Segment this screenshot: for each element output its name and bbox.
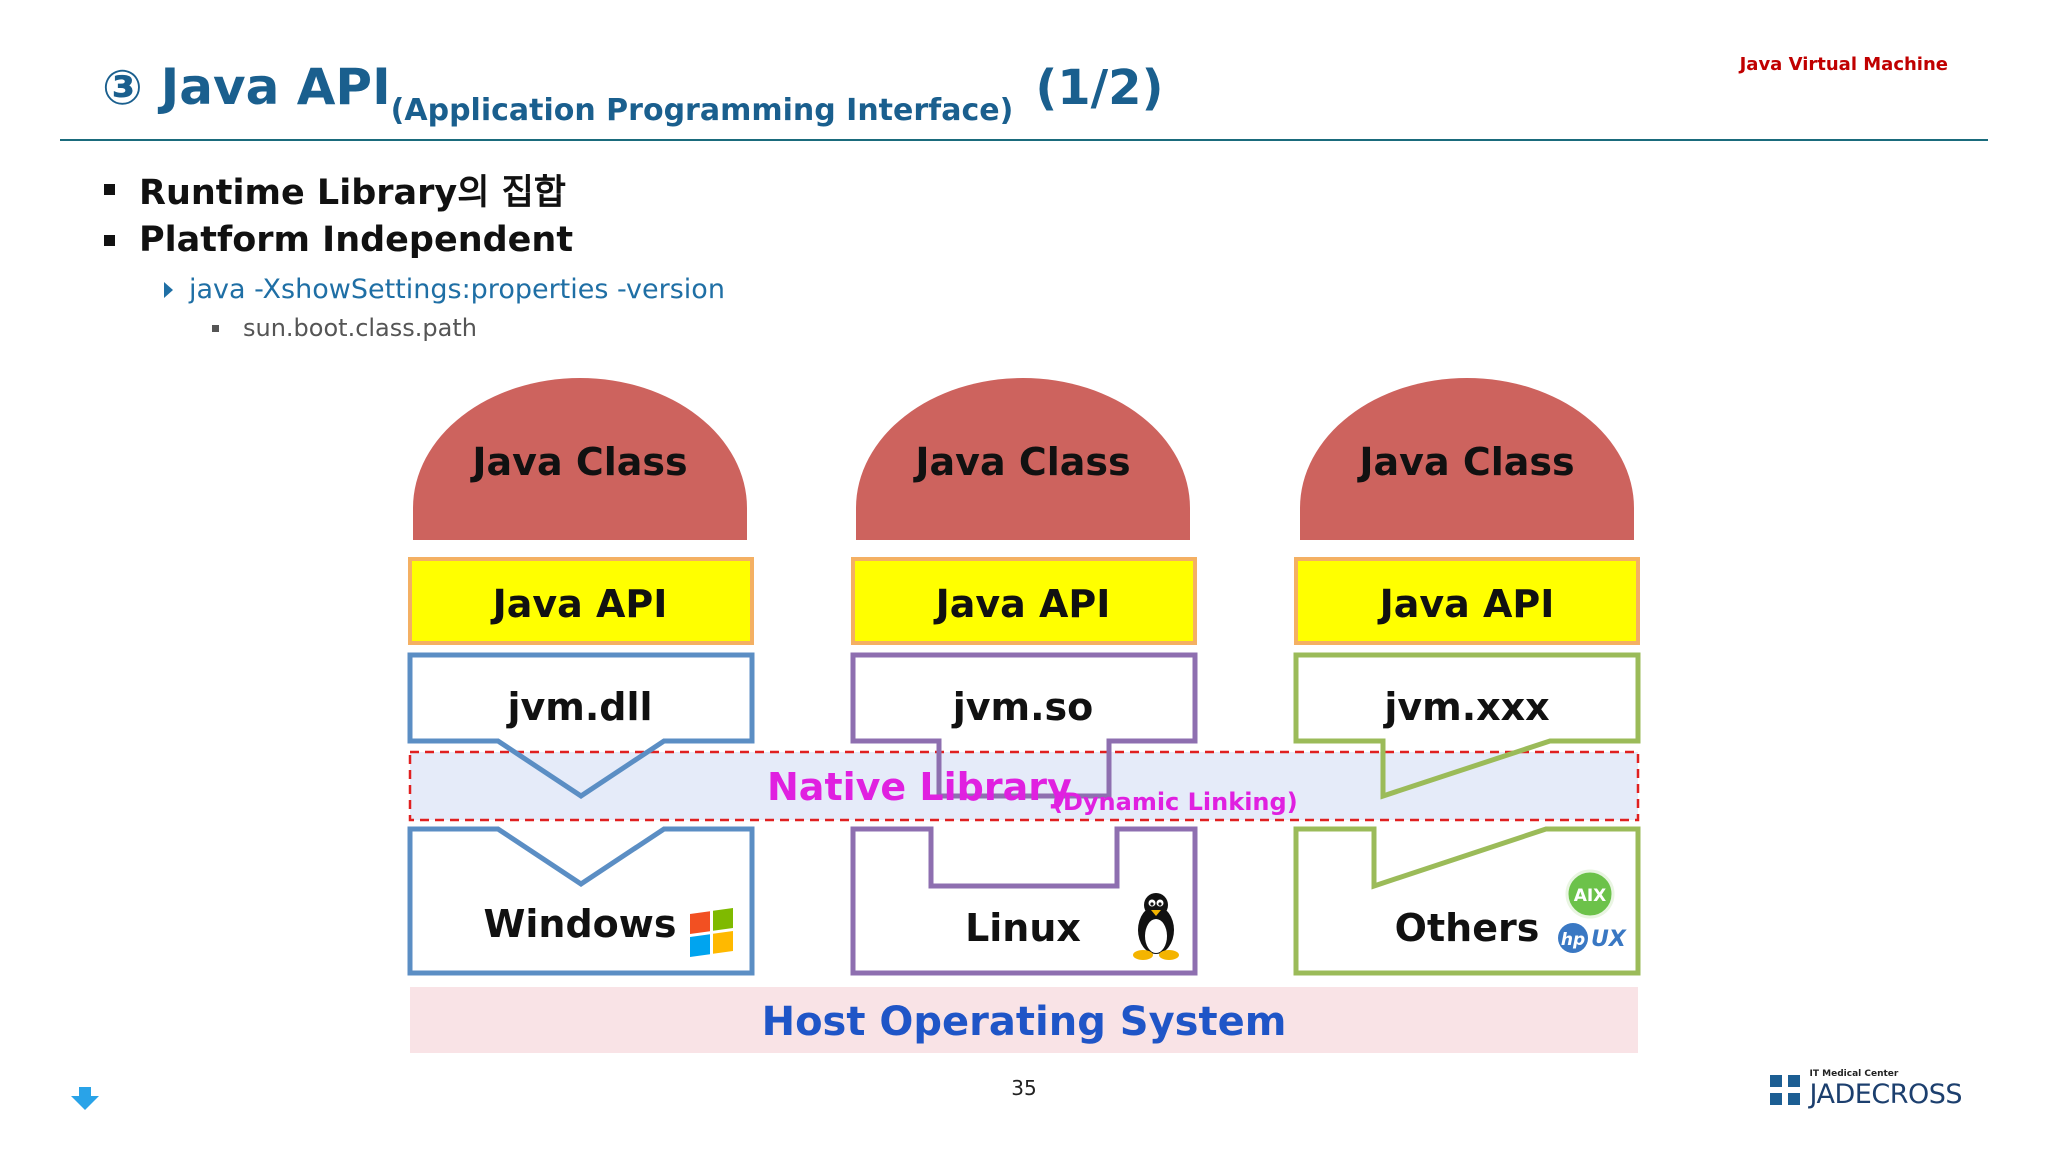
bullet-item: Runtime Library의 집합 (104, 164, 566, 215)
os-label: Others (1395, 906, 1540, 950)
triangle-bullet-icon (164, 281, 173, 298)
page-number: 35 (1011, 1076, 1037, 1100)
title-subscript: (Application Programming Interface) (390, 93, 1014, 128)
java-class-label: Java Class (1356, 440, 1574, 484)
logo-tagline: IT Medical Center (1809, 1069, 1899, 1079)
bullet-marker (104, 184, 115, 195)
java-api-box (851, 557, 1197, 645)
logo-wordmark: JADECROSS (1809, 1079, 1963, 1110)
jvm-so-shape (850, 652, 1198, 799)
jvm-label: jvm.so (951, 685, 1094, 729)
slide-title: ③ Java API (Application Programming Inte… (102, 58, 1164, 138)
jadecross-logo: IT Medical Center JADECROSS (1769, 1069, 1963, 1110)
native-library-label: Native Library (767, 765, 1072, 809)
title-divider (60, 139, 1988, 141)
ux-label: UX (1591, 927, 1627, 952)
sub-bullet-text: java -XshowSettings:properties -version (189, 274, 725, 305)
bullet-text: Platform Independent (139, 220, 574, 260)
bullet-text: Runtime Library의 집합 (139, 173, 566, 213)
java-api-label: Java API (933, 582, 1111, 626)
arrow-down-icon[interactable] (70, 1087, 100, 1111)
native-library-sublabel: (Dynamic Linking) (1052, 788, 1298, 816)
java-api-label: Java API (1377, 582, 1555, 626)
tux-penguin-icon (1133, 893, 1179, 960)
sub-sub-bullet-text: sun.boot.class.path (243, 314, 477, 342)
bullet-marker (212, 324, 219, 332)
os-label: Linux (965, 906, 1081, 950)
linux-os-shape (850, 826, 1198, 976)
java-class-dome (856, 378, 1190, 540)
title-number: ③ (102, 60, 143, 116)
jvm-dll-shape (407, 652, 755, 799)
java-class-label: Java Class (912, 440, 1130, 484)
java-class-label: Java Class (469, 440, 687, 484)
title-part: (1/2) (1035, 60, 1164, 116)
host-os-label: Host Operating System (762, 999, 1287, 1045)
os-label: Windows (483, 902, 676, 946)
java-api-box (408, 557, 754, 645)
windows-os-shape (407, 826, 755, 976)
logo-mark-icon (1769, 1074, 1800, 1105)
sub-bullet: java -XshowSettings:properties -version (164, 274, 725, 305)
windows-logo-icon (690, 907, 733, 957)
title-main: Java API (160, 58, 391, 116)
others-os-shape (1293, 826, 1641, 976)
java-api-box (1294, 557, 1640, 645)
hp-label: hp (1561, 930, 1585, 950)
header-section-label: Java Virtual Machine (1739, 54, 1948, 75)
aix-label: AIX (1574, 886, 1607, 906)
host-os-band (410, 987, 1638, 1053)
native-library-band (408, 750, 1640, 822)
aix-hpux-icon: AIX hp UX (1558, 869, 1627, 953)
jvm-label: jvm.dll (505, 685, 652, 729)
java-class-dome (413, 378, 747, 540)
sub-sub-bullet: sun.boot.class.path (212, 314, 477, 342)
bullet-item: Platform Independent (104, 220, 573, 260)
bullet-marker (104, 234, 115, 246)
java-api-label: Java API (490, 582, 668, 626)
java-class-dome (1300, 378, 1634, 540)
jvm-xxx-shape (1293, 652, 1641, 800)
jvm-label: jvm.xxx (1382, 685, 1549, 729)
